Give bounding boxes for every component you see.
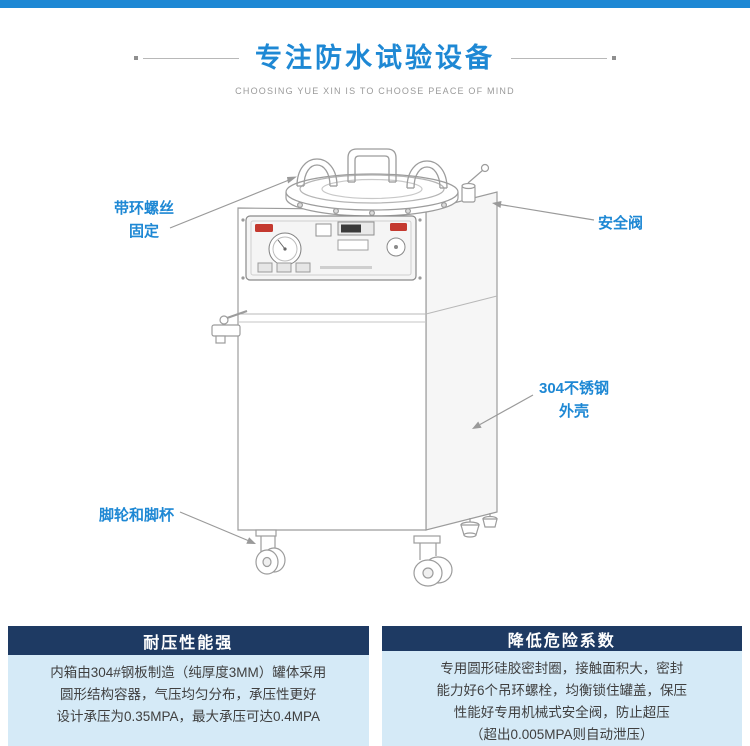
machine-body [237,191,498,531]
safety-valve-part [461,163,490,203]
lifting-ring-handles [296,148,448,189]
feature-column-body: 专用圆形硅胶密封圈，接触面积大，密封 能力好6个吊环螺栓，均衡锁住罐盖，保压 性… [381,651,742,746]
feature-column-risk: 降低危险系数 专用圆形硅胶密封圈，接触面积大，密封 能力好6个吊环螺栓，均衡锁住… [381,626,742,746]
header: 专注防水试验设备 CHOOSING YUE XIN IS TO CHOOSE P… [0,42,750,96]
safety-valve-arrow-icon [492,201,595,221]
feature-column-pressure: 耐压性能强 内箱由304#钢板制造（纯厚度3MM）罐体采用 圆形结构容器，气压均… [8,626,369,746]
feature-column-header: 降低危险系数 [381,626,742,651]
deco-square-icon [134,56,138,60]
shell-arrow-icon [472,394,534,429]
casters-arrow-icon [179,511,256,544]
feature-column-header: 耐压性能强 [8,626,369,655]
title-deco-right [511,56,616,60]
lid [285,173,459,217]
deco-square-icon [612,56,616,60]
title-row: 专注防水试验设备 [0,42,750,74]
feature-table: 耐压性能强 内箱由304#钢板制造（纯厚度3MM）罐体采用 圆形结构容器，气压均… [0,626,750,746]
lifting-ring-arrow-icon [169,176,297,229]
page-title: 专注防水试验设备 [255,43,495,73]
control-panel [241,215,422,281]
callout-connectors [169,176,595,544]
callout-safety-valve: 安全阀 [598,215,644,232]
casters-and-feet [255,513,498,587]
feature-column-body: 内箱由304#钢板制造（纯厚度3MM）罐体采用 圆形结构容器，气压均匀分布，承压… [8,655,369,746]
deco-line-icon [143,57,239,59]
callout-casters: 脚轮和脚杯 [99,507,175,524]
callout-lifting-ring: 带环螺丝 固定 [113,200,174,241]
title-deco-left [134,56,239,60]
callout-shell: 304不锈钢 外壳 [538,380,610,421]
deco-line-icon [511,57,607,59]
top-accent-bar [0,0,750,8]
drain-valve [211,310,248,344]
device-illustration [169,148,595,587]
page-subtitle: CHOOSING YUE XIN IS TO CHOOSE PEACE OF M… [235,86,515,96]
